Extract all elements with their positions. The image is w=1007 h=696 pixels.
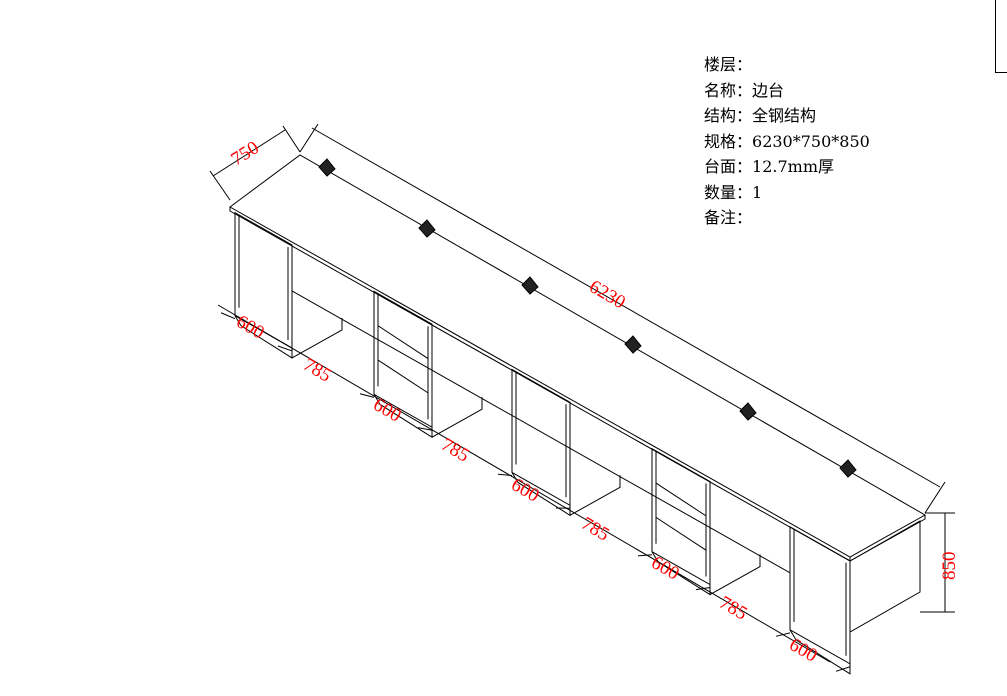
dimension-lines [209, 123, 955, 672]
ext-line [835, 666, 851, 672]
ext-line [282, 125, 301, 153]
socket-icon [739, 402, 757, 421]
cabinet-plinth [651, 551, 711, 596]
ext-line [775, 632, 791, 637]
ext-line [209, 170, 231, 201]
dim-segment-2: 785 [300, 354, 335, 386]
spec-remark: 备注： [704, 208, 753, 227]
spec-name: 名称：边台 [704, 80, 785, 100]
countertop [229, 154, 927, 558]
dim-segment-8: 785 [716, 592, 751, 624]
spec-size: 规格：6230*750*850 [704, 131, 870, 151]
socket-icon [839, 459, 857, 478]
drawer-divider [377, 325, 429, 359]
ext-line [637, 554, 653, 557]
ext-line [359, 393, 375, 398]
ext-line [299, 123, 319, 153]
ext-line [497, 473, 513, 476]
drawing-frame-corner [995, 0, 1007, 73]
drawer-divider [655, 516, 707, 551]
bench-body [229, 154, 927, 675]
ext-line [695, 587, 711, 591]
knee-space-base [709, 554, 761, 595]
drawer-divider [377, 359, 429, 394]
countertop-edge [229, 207, 851, 562]
end-panel [849, 520, 921, 633]
dim-segment-3: 600 [370, 394, 405, 426]
spec-floor: 楼层： [704, 55, 753, 74]
dim-line-segments [217, 304, 831, 663]
spec-top: 台面：12.7mm厚 [704, 157, 834, 176]
dim-segment-5: 600 [508, 474, 543, 506]
dim-segment-4: 785 [438, 434, 473, 466]
dim-line-depth [212, 129, 286, 177]
dim-height: 850 [939, 552, 960, 581]
socket-icon [624, 335, 642, 354]
cabinet-plinth [234, 315, 293, 359]
knee-space-base [291, 317, 343, 359]
spec-structure: 结构：全钢结构 [704, 106, 817, 125]
dim-line-length [311, 127, 941, 488]
ext-line [277, 345, 293, 352]
knee-space-base [431, 397, 483, 438]
spec-block: 楼层： 名称：边台 结构：全钢结构 规格：6230*750*850 台面：12.… [704, 52, 870, 231]
cabinet-plinth [373, 394, 433, 439]
socket-icon [318, 158, 336, 177]
ext-line [220, 312, 236, 320]
knee-space-base [569, 475, 621, 516]
spec-qty: 数量：1 [704, 182, 763, 202]
ext-line [924, 481, 946, 514]
ext-line [417, 427, 433, 431]
drawer-divider [655, 482, 707, 517]
socket-icon [418, 219, 436, 238]
cabinet-plinth [789, 629, 851, 675]
back-panel-line [291, 290, 791, 574]
dim-depth: 750 [228, 137, 263, 170]
dim-length: 6230 [586, 276, 629, 313]
socket-icon [521, 276, 539, 295]
dim-segment-7: 600 [648, 552, 683, 584]
